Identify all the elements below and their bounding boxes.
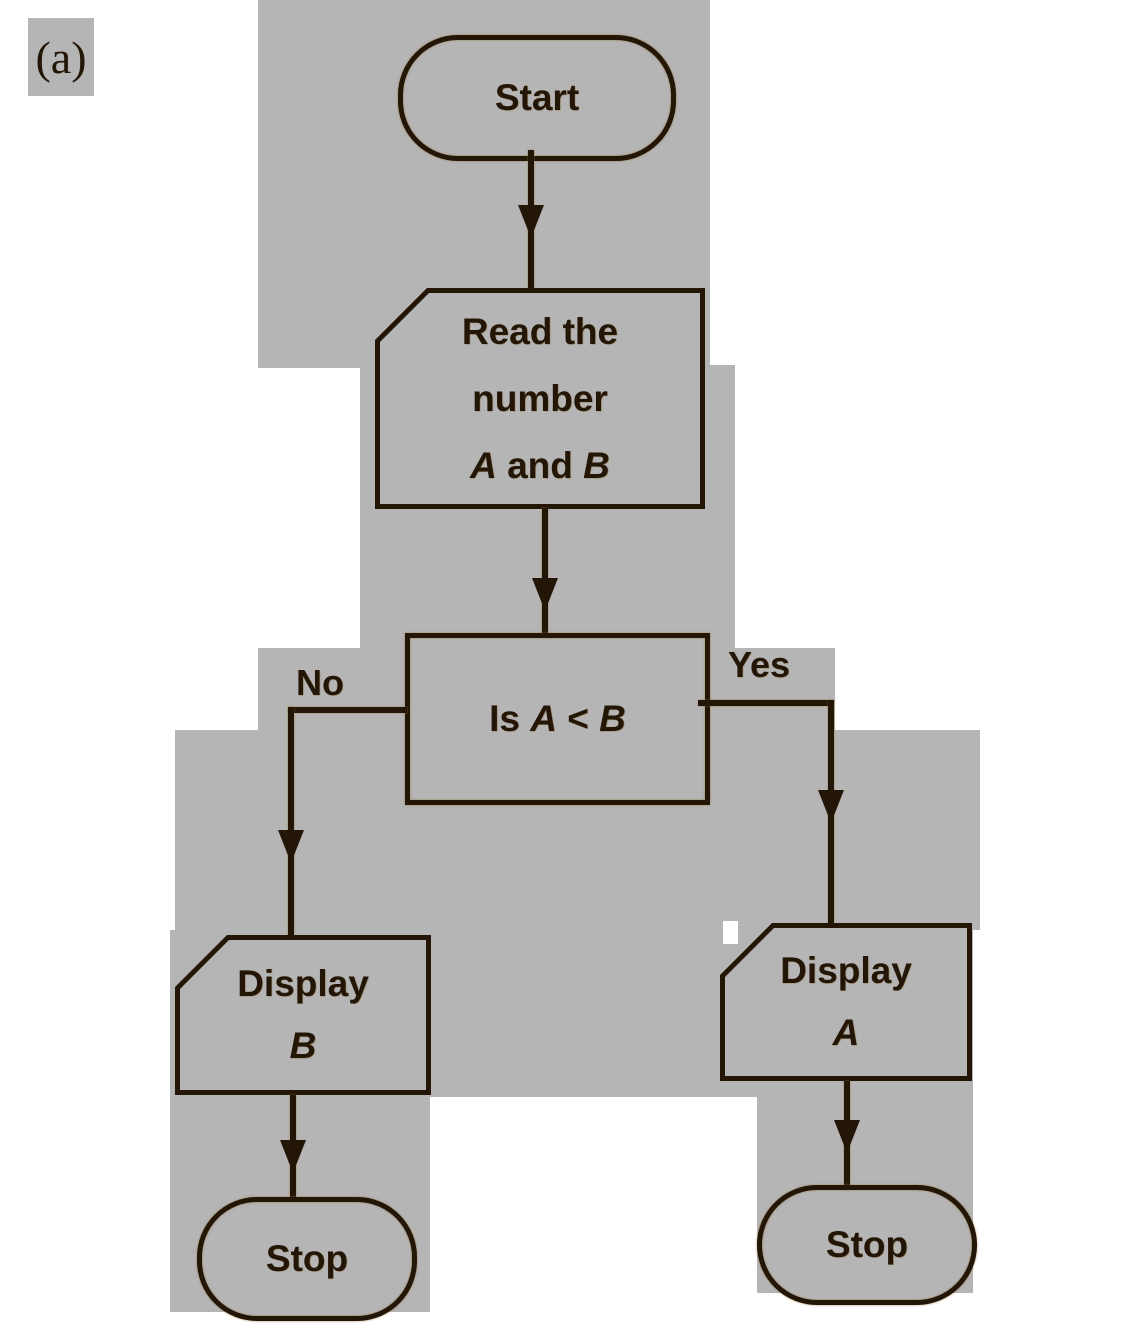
stop-left-label: Stop: [265, 1238, 349, 1279]
display-a-body: Display A: [725, 928, 967, 1076]
stop-left-node: Stop: [197, 1197, 417, 1321]
start-node-label: Start: [494, 77, 580, 118]
scan-white-notch: [723, 921, 738, 944]
read-input-line1: Read the: [461, 311, 619, 352]
edge-label-yes: Yes: [728, 644, 791, 685]
display-b-node: Display B: [175, 935, 431, 1095]
edge-no-hline: [288, 707, 407, 713]
edge-read-decision-line: [542, 508, 548, 636]
edge-displayb-stop-arrowhead: [280, 1140, 306, 1173]
stop-right-node: Stop: [757, 1185, 977, 1305]
scan-gray-patch: [258, 648, 406, 733]
decision-label: Is A < B: [489, 698, 626, 739]
display-b-variable: B: [289, 1025, 317, 1066]
edge-read-decision-arrowhead: [532, 578, 558, 611]
read-input-body: Read the number A and B: [380, 293, 700, 504]
display-b-word: Display: [237, 963, 369, 1004]
scan-gray-patch: [429, 930, 722, 1097]
decision-node: Is A < B: [405, 633, 710, 805]
edge-no-vline: [288, 707, 294, 939]
edge-displaya-stop-arrowhead: [834, 1120, 860, 1153]
display-a-word: Display: [780, 950, 912, 991]
display-b-body: Display B: [180, 940, 426, 1090]
edge-no-arrowhead: [278, 830, 304, 863]
edge-start-read-arrowhead: [518, 205, 544, 238]
display-a-node: Display A: [720, 923, 972, 1081]
edge-yes-arrowhead: [818, 790, 844, 823]
read-input-node: Read the number A and B: [375, 288, 705, 509]
figure-label: (a): [28, 18, 94, 96]
read-input-line2: number: [472, 378, 608, 419]
display-a-variable: A: [832, 1012, 860, 1053]
start-node: Start: [398, 35, 676, 161]
scan-gray-patch: [695, 648, 835, 733]
read-input-line3: A and B: [470, 445, 610, 486]
stop-right-label: Stop: [825, 1224, 909, 1265]
edge-label-no: No: [296, 662, 344, 703]
edge-yes-hline: [698, 700, 834, 706]
